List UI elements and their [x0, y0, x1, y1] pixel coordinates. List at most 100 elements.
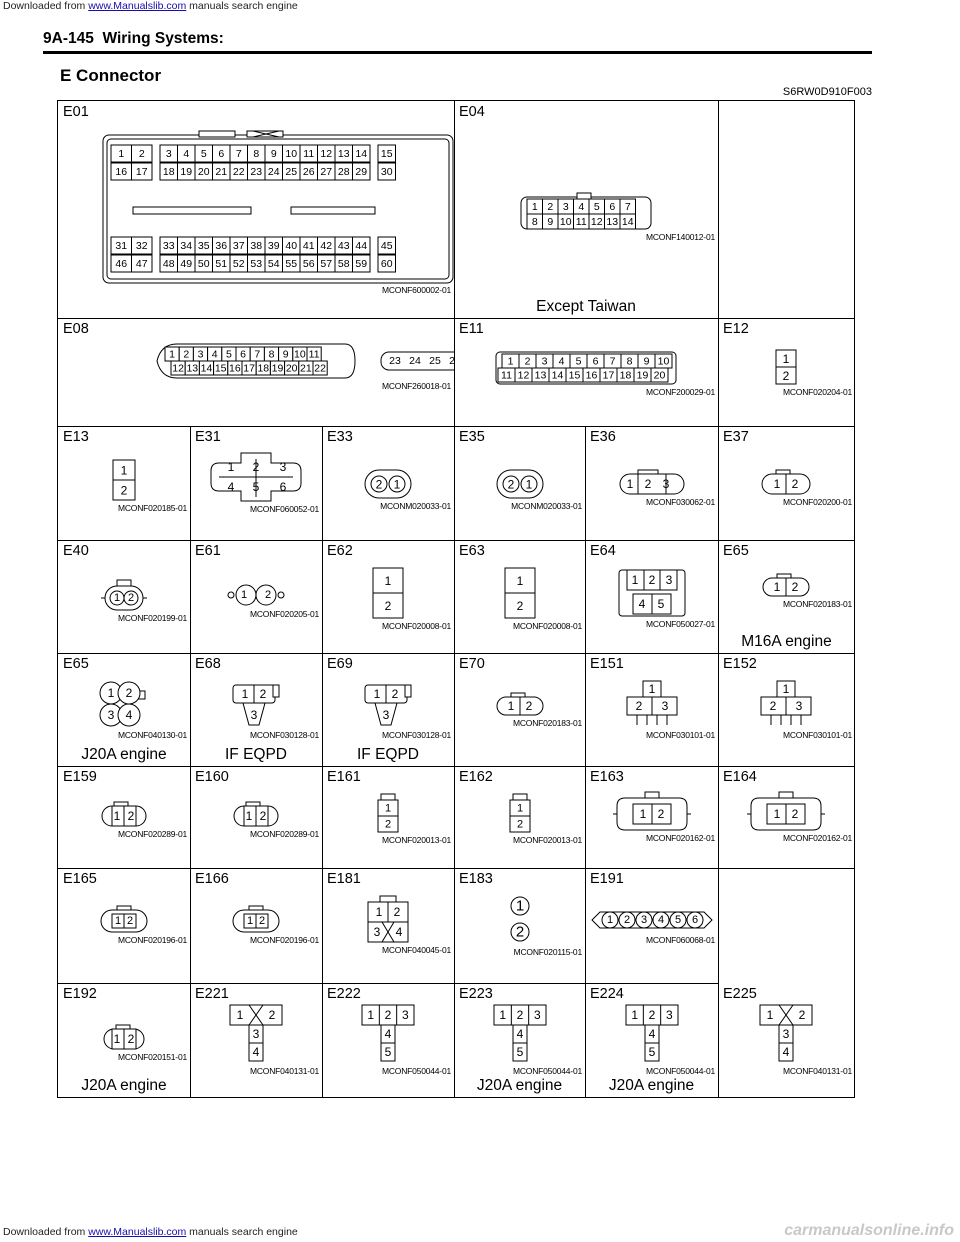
pin-cell	[131, 236, 153, 255]
pin-number: 1	[374, 687, 381, 701]
latch	[116, 905, 132, 911]
drawing-code: MCONF040131-01	[249, 1066, 319, 1076]
pin-number: 3	[640, 914, 646, 926]
pin-number: 3	[166, 148, 172, 160]
pin-number: 44	[355, 240, 367, 252]
pin-circle	[652, 911, 669, 929]
pin-number: 1	[118, 148, 124, 160]
drawing-code: MCONF020183-01	[782, 599, 852, 609]
pin-number: 51	[215, 258, 227, 270]
pin-number: 58	[338, 258, 350, 270]
pin-number: 5	[253, 480, 260, 494]
drawing-code: MCONF020013-01	[512, 835, 582, 845]
pin-number: 35	[198, 240, 210, 252]
pin-number: 7	[254, 349, 260, 361]
connector-id: E191	[590, 871, 624, 887]
top-note-link[interactable]: www.Manualslib.com	[88, 0, 187, 12]
pin-number: 1	[631, 573, 638, 587]
footer-link[interactable]: www.Manualslib.com	[88, 1226, 187, 1238]
pin-circle	[601, 911, 618, 929]
pin-number: 23	[389, 355, 401, 367]
pin-number: 9	[271, 148, 277, 160]
pin-cell	[377, 236, 396, 255]
pin-number: 3	[661, 699, 668, 713]
pin-number: 1	[606, 914, 612, 926]
pin-cell	[352, 236, 371, 255]
pin-number: 6	[691, 914, 697, 926]
pin-circle	[502, 475, 519, 493]
pin-number: 26	[449, 355, 455, 367]
pin-number: 2	[265, 589, 271, 601]
pin-number: 4	[212, 349, 218, 361]
pin-number: 29	[355, 166, 367, 178]
drawing-code: MCONF020205-01	[249, 609, 319, 619]
pin-number: 10	[560, 216, 572, 228]
connector-id: E65	[723, 543, 749, 559]
pin-number: 5	[674, 914, 680, 926]
connector-id: E166	[195, 871, 229, 887]
pin-number: 20	[654, 370, 666, 382]
pin-number: 12	[518, 370, 530, 382]
pin-number: 18	[163, 166, 175, 178]
pin-number: 40	[285, 240, 297, 252]
pin-number: 47	[136, 258, 148, 270]
pin-number: 3	[563, 201, 569, 213]
pin-number: 17	[136, 166, 148, 178]
pin-number: 13	[535, 370, 547, 382]
pin-number: 2	[792, 477, 799, 491]
pin-number: 4	[253, 1045, 260, 1059]
pin-number: 1	[783, 682, 790, 696]
pin-number: 6	[280, 480, 287, 494]
pin-number: 2	[516, 599, 523, 613]
pin-number: 19	[272, 363, 284, 375]
connector-id: E221	[195, 986, 229, 1002]
pin-number: 2	[385, 1008, 392, 1022]
watermark: carmanualsonline.info	[784, 1222, 954, 1239]
pin-number: 24	[409, 355, 421, 367]
pin-number: 5	[594, 201, 600, 213]
pin-number: 1	[169, 349, 175, 361]
connector-id: E161	[327, 769, 361, 785]
pin-number: 1	[114, 592, 120, 604]
pin-circle	[388, 475, 406, 493]
drawing-code: MCONF020199-01	[117, 613, 187, 623]
connector-id: E13	[63, 429, 89, 445]
connector-caption: J20A engine	[476, 1077, 563, 1094]
pin-number: 16	[586, 370, 598, 382]
pin-number: 2	[516, 1008, 523, 1022]
pin-number: 39	[268, 240, 280, 252]
connector-caption: IF EQPD	[356, 746, 419, 763]
pin-number: 2	[121, 484, 128, 498]
latch	[644, 791, 659, 799]
divider-line	[248, 1004, 264, 1026]
pin-number: 4	[385, 1027, 392, 1041]
pin-number: 53	[250, 258, 262, 270]
pin-number: 16	[229, 363, 241, 375]
connector-id: E165	[63, 871, 97, 887]
drawing-code: MCONF030101-01	[782, 730, 852, 740]
connector-caption: J20A engine	[608, 1077, 695, 1094]
drawing-code: MCONF040131-01	[782, 1066, 852, 1076]
connector-id: E163	[590, 769, 624, 785]
drawing-code: MCONF020289-01	[117, 829, 187, 839]
pin-number: 16	[115, 166, 127, 178]
drawing-code: MCONF020183-01	[512, 718, 582, 728]
pin-number: 26	[303, 166, 315, 178]
drawing-code: MCONF020151-01	[117, 1052, 187, 1062]
connector-id: E64	[590, 543, 616, 559]
pin-number: 3	[662, 477, 669, 491]
